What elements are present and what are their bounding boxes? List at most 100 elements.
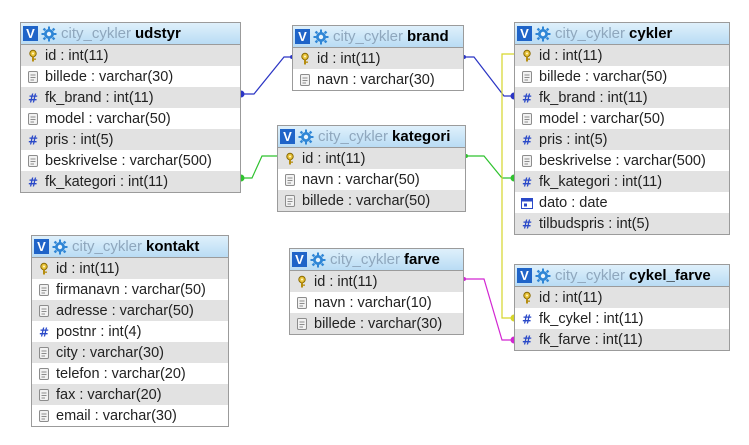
column-definition: billede : varchar(30)	[45, 68, 174, 85]
column-definition: fk_brand : int(11)	[539, 89, 648, 106]
column-definition: fk_cykel : int(11)	[539, 310, 644, 327]
column-row[interactable]: navn : varchar(10)	[290, 292, 463, 313]
column-row[interactable]: #pris : int(5)	[21, 129, 240, 150]
primary-key-icon	[295, 275, 309, 289]
gear-icon[interactable]	[535, 26, 551, 42]
column-row[interactable]: billede : varchar(30)	[21, 66, 240, 87]
column-definition: fax : varchar(20)	[56, 386, 162, 403]
column-row[interactable]: model : varchar(50)	[515, 108, 729, 129]
text-column-icon	[520, 112, 534, 126]
column-row[interactable]: # fk_brand : int(11)	[515, 87, 729, 108]
svg-text:#: #	[522, 91, 532, 105]
column-row[interactable]: city : varchar(30)	[32, 342, 228, 363]
column-row[interactable]: id : int(11)	[293, 48, 463, 69]
text-column-icon	[283, 194, 297, 208]
column-definition: pris : int(5)	[539, 131, 608, 148]
column-row[interactable]: #fk_kategori : int(11)	[515, 171, 729, 192]
gear-icon[interactable]	[41, 26, 57, 42]
collapse-toggle-icon[interactable]: V	[34, 239, 49, 254]
column-row[interactable]: id : int(11)	[515, 287, 729, 308]
relation-line-cykel-farve-cykler	[501, 53, 514, 319]
svg-text:#: #	[522, 133, 532, 147]
text-column-icon	[37, 367, 51, 381]
column-row[interactable]: adresse : varchar(50)	[32, 300, 228, 321]
primary-key-icon	[26, 49, 40, 63]
numeric-column-icon: #	[520, 175, 534, 189]
numeric-column-icon: #	[26, 133, 40, 147]
table-name: kontakt	[146, 238, 200, 255]
column-row[interactable]: firmanavn : varchar(50)	[32, 279, 228, 300]
collapse-toggle-icon[interactable]: V	[517, 268, 532, 283]
column-row[interactable]: billede : varchar(50)	[515, 66, 729, 87]
column-row[interactable]: id : int(11)	[278, 148, 465, 169]
gear-icon[interactable]	[535, 268, 551, 284]
column-row[interactable]: billede : varchar(30)	[290, 313, 463, 334]
column-row[interactable]: # pris : int(5)	[515, 129, 729, 150]
column-definition: model : varchar(50)	[539, 110, 665, 127]
text-column-icon	[26, 70, 40, 84]
column-row[interactable]: id : int(11)	[32, 258, 228, 279]
numeric-column-icon: #	[520, 333, 534, 347]
column-row[interactable]: #tilbudspris : int(5)	[515, 213, 729, 234]
column-definition: navn : varchar(30)	[317, 71, 435, 88]
numeric-column-icon: #	[520, 91, 534, 105]
column-row[interactable]: telefon : varchar(20)	[32, 363, 228, 384]
column-row[interactable]: model : varchar(50)	[21, 108, 240, 129]
column-definition: id : int(11)	[302, 150, 366, 167]
svg-text:#: #	[28, 133, 38, 147]
column-row[interactable]: #postnr : int(4)	[32, 321, 228, 342]
column-row[interactable]: beskrivelse : varchar(500)	[515, 150, 729, 171]
text-column-icon	[298, 73, 312, 87]
relation-line-udstyr-kategori	[241, 155, 277, 179]
collapse-toggle-icon[interactable]: V	[295, 29, 310, 44]
column-row[interactable]: id : int(11)	[21, 45, 240, 66]
column-row[interactable]: id : int(11)	[515, 45, 729, 66]
column-list: id : int(11)#fk_cykel : int(11)#fk_farve…	[515, 287, 729, 350]
gear-icon[interactable]	[313, 29, 329, 45]
column-row[interactable]: fax : varchar(20)	[32, 384, 228, 405]
column-row[interactable]: id : int(11)	[290, 271, 463, 292]
collapse-toggle-icon[interactable]: V	[517, 26, 532, 41]
svg-text:#: #	[522, 333, 532, 347]
column-row[interactable]: #fk_cykel : int(11)	[515, 308, 729, 329]
column-definition: fk_brand : int(11)	[45, 89, 154, 106]
svg-text:#: #	[522, 175, 532, 189]
column-row[interactable]: beskrivelse : varchar(500)	[21, 150, 240, 171]
column-list: id : int(11)billede : varchar(50) # fk_bra…	[515, 45, 729, 234]
gear-icon[interactable]	[298, 129, 314, 145]
collapse-toggle-icon[interactable]: V	[292, 252, 307, 267]
column-list: id : int(11)firmanavn : varchar(50)adres…	[32, 258, 228, 426]
relation-line-cykel-farve-farve	[464, 278, 514, 341]
column-row[interactable]: billede : varchar(50)	[278, 190, 465, 211]
collapse-toggle-icon[interactable]: V	[23, 26, 38, 41]
svg-text:#: #	[28, 91, 38, 105]
column-definition: id : int(11)	[539, 289, 603, 306]
column-row[interactable]: email : varchar(30)	[32, 405, 228, 426]
column-row[interactable]: # fk_brand : int(11)	[21, 87, 240, 108]
gear-icon[interactable]	[310, 252, 326, 268]
collapse-toggle-icon[interactable]: V	[280, 129, 295, 144]
column-list: id : int(11) navn : varchar(30)	[293, 48, 463, 90]
column-row[interactable]: navn : varchar(50)	[278, 169, 465, 190]
svg-text:#: #	[39, 325, 49, 339]
column-row[interactable]: navn : varchar(30)	[293, 69, 463, 90]
gear-icon[interactable]	[52, 239, 68, 255]
column-row[interactable]: dato : date	[515, 192, 729, 213]
column-row[interactable]: #fk_kategori : int(11)	[21, 171, 240, 192]
column-row[interactable]: #fk_farve : int(11)	[515, 329, 729, 350]
